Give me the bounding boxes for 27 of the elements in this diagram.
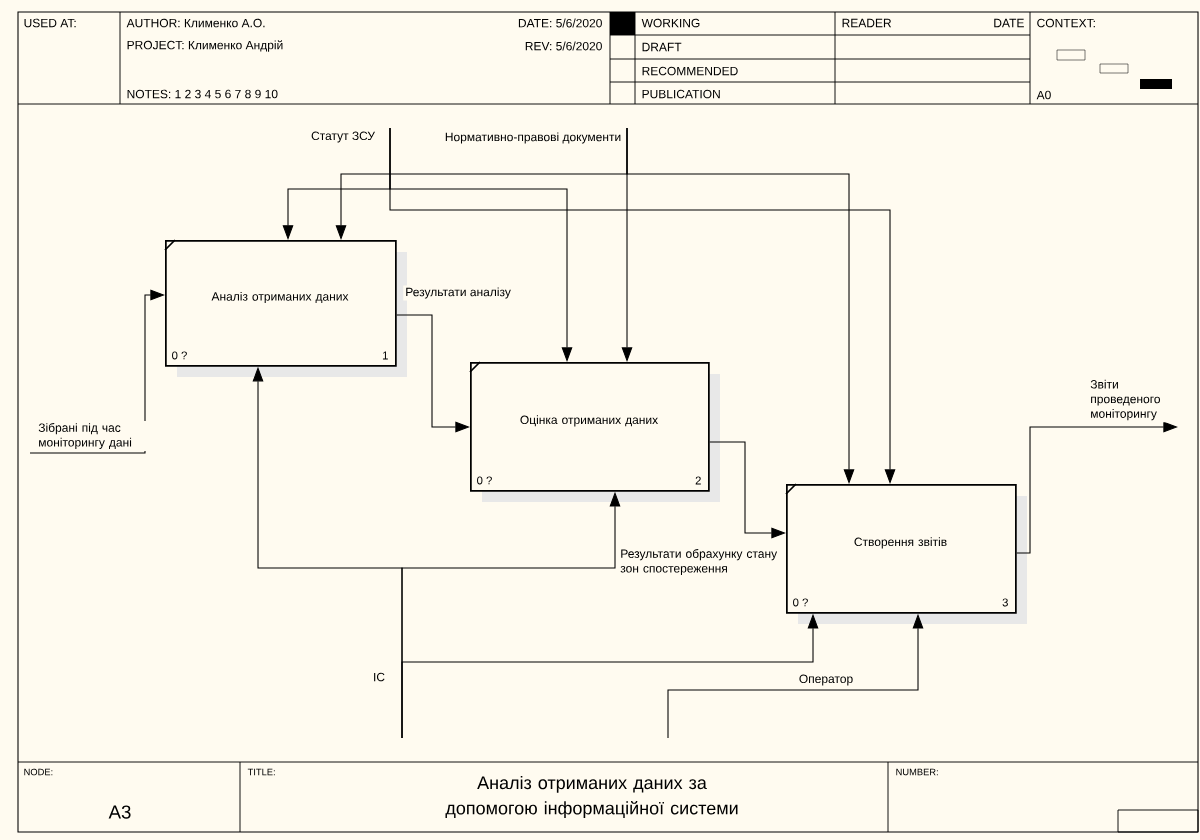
project-text: PROJECT: Клименко Андрій [127, 40, 283, 52]
arrow-label: Результати аналізу [403, 285, 513, 301]
node-number: A3 [108, 805, 131, 819]
field-label: NUMBER: [896, 768, 938, 776]
status-label: PUBLICATION [642, 89, 720, 99]
status-label: DRAFT [642, 42, 682, 52]
arrow-label: Результати обрахунку стану зон спостереження [618, 547, 781, 577]
activity-box: Оцінка отриманих даних 0 ? 2 [469, 361, 720, 502]
arrow-label: Зібрані під час моніторингу дані [36, 421, 147, 451]
field-label: DATE [994, 18, 1024, 28]
activity-box: Створення звітів 0 ? 3 [785, 483, 1027, 624]
date-text: DATE: 5/6/2020 [518, 18, 602, 28]
status-label: RECOMMENDED [642, 66, 738, 76]
field-label: READER [842, 18, 892, 28]
status-label: WORKING [641, 18, 700, 28]
node-number: A0 [1036, 90, 1051, 100]
field-label: USED AT: [24, 18, 76, 28]
date-text: REV: 5/6/2020 [525, 41, 602, 51]
arrow-label: Нормативно-правові документи [442, 130, 624, 146]
notes-text: NOTES: 1 2 3 4 5 6 7 8 9 10 [127, 89, 278, 99]
field-label: TITLE: [247, 768, 275, 776]
arrow-label: Звіти проведеного моніторингу [1088, 377, 1178, 423]
activity-box: Аналіз отриманих даних 0 ? 1 [164, 239, 407, 377]
field-label: NODE: [24, 768, 53, 776]
author-text: AUTHOR: Клименко А.О. [126, 18, 265, 28]
field-label: CONTEXT: [1037, 18, 1095, 28]
diagram-title: Аналіз отриманих даних за допомогою інформаційної системи [445, 775, 738, 819]
